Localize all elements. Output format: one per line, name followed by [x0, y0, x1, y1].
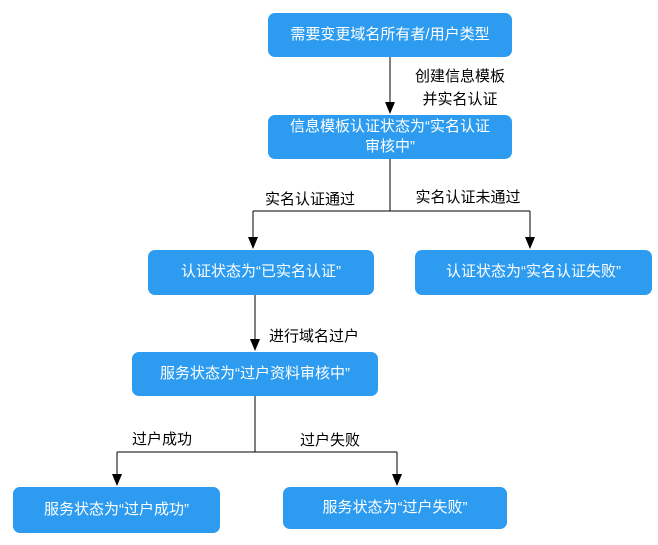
- node-transfer-success: 服务状态为“过户成功”: [13, 487, 220, 533]
- node-auth-success-label: 认证状态为“已实名认证”: [181, 263, 341, 281]
- node-template-auth-review-label: 信息模板认证状态为“实名认证审核中”: [290, 117, 490, 155]
- node-change-owner: 需要变更域名所有者/用户类型: [268, 13, 512, 57]
- node-transfer-failed: 服务状态为“过户失败”: [283, 487, 507, 529]
- node-transfer-review: 服务状态为“过户资料审核中”: [132, 352, 378, 396]
- edge-label-create-template: 创建信息模板 并实名认证: [414, 68, 505, 108]
- node-auth-success: 认证状态为“已实名认证”: [148, 250, 374, 295]
- node-template-auth-review: 信息模板认证状态为“实名认证审核中”: [268, 115, 512, 159]
- node-transfer-success-label: 服务状态为“过户成功”: [44, 500, 189, 518]
- node-auth-failed-label: 认证状态为“实名认证失败”: [446, 263, 621, 281]
- edge-label-transfer-fail: 过户失败: [299, 432, 360, 449]
- edge-label-auth-not-pass: 实名认证未通过: [415, 189, 521, 206]
- edge-label-auth-pass: 实名认证通过: [264, 191, 355, 208]
- node-change-owner-label: 需要变更域名所有者/用户类型: [290, 25, 490, 43]
- edge-label-transfer-success: 过户成功: [131, 431, 192, 448]
- node-auth-failed: 认证状态为“实名认证失败”: [415, 250, 652, 295]
- node-transfer-failed-label: 服务状态为“过户失败”: [322, 498, 468, 516]
- node-transfer-review-label: 服务状态为“过户资料审核中”: [160, 364, 350, 382]
- edge-label-do-transfer: 进行域名过户: [268, 328, 359, 345]
